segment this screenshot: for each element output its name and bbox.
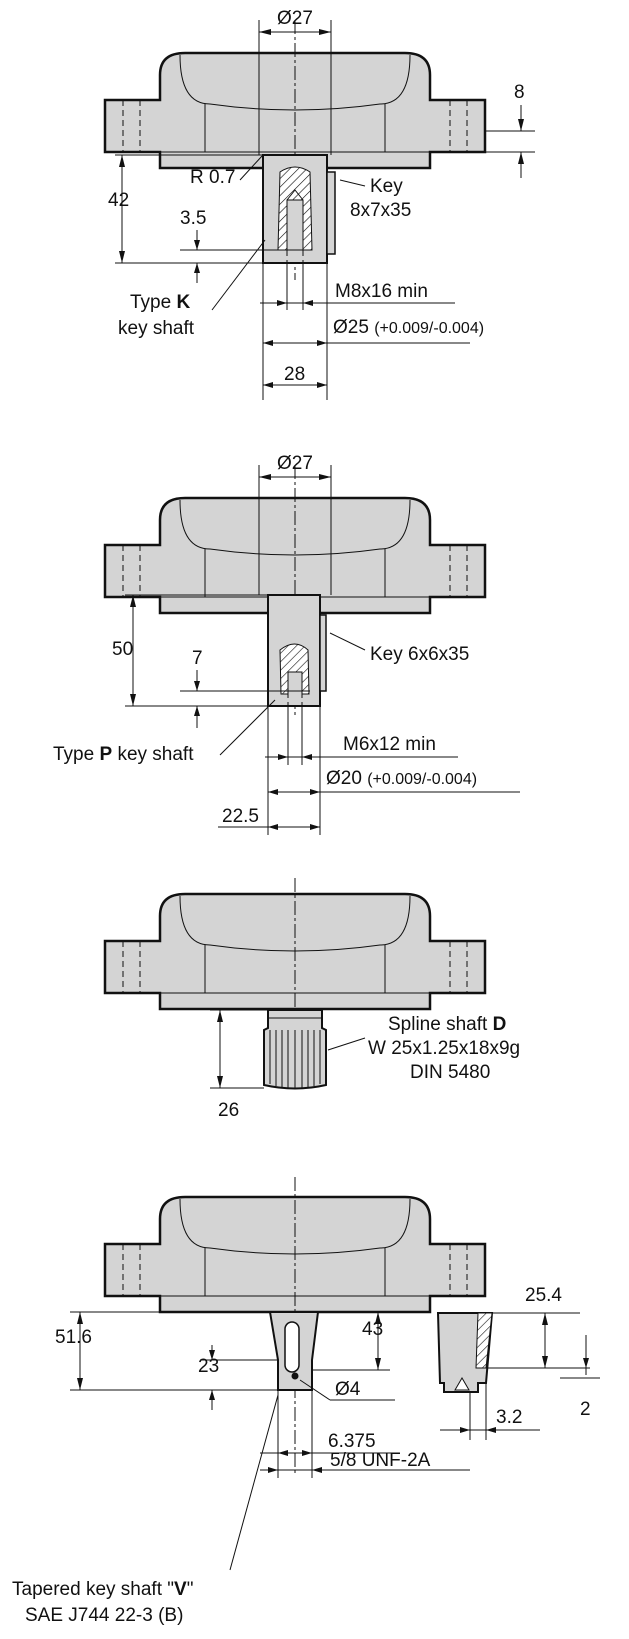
type-k-label: Type K [130,292,190,313]
dia-k: Ø25 (+0.009/-0.004) [333,317,484,338]
key-p [319,614,327,692]
type-p-label: Type P key shaft [53,744,194,765]
dim-8: 8 [514,82,525,103]
view-p-shaft: Ø27 Key 6x6x35 50 7 Type P key shaft M6x… [53,453,520,835]
dim-dia-top: Ø27 [277,8,313,29]
type-v-line2: SAE J744 22-3 (B) [25,1605,183,1626]
spline-label-3: DIN 5480 [410,1062,490,1083]
dim-42: 42 [108,190,129,211]
radius-label: R 0.7 [190,167,235,188]
key-k [326,171,336,255]
key-slot [284,1321,300,1373]
dim-22-5: 22.5 [222,806,259,827]
dim-25-4: 25.4 [525,1285,562,1306]
spline-label-1: Spline shaft D [388,1014,506,1035]
dim-23: 23 [198,1356,219,1377]
key-label-1: Key [370,176,403,197]
dim-6-375: 6.375 [328,1431,376,1452]
spline-label-2: W 25x1.25x18x9g [368,1038,520,1059]
type-v-label: Tapered key shaft "V" [12,1579,193,1600]
type-k-line2: key shaft [118,318,195,339]
view-d-shaft: 26 Spline shaft D W 25x1.25x18x9g DIN 54… [103,878,520,1121]
dia-p: Ø20 (+0.009/-0.004) [326,768,477,789]
thread-v: 5/8 UNF-2A [330,1450,431,1471]
dim-2: 2 [580,1399,591,1420]
dim-3-2: 3.2 [496,1407,522,1428]
dim-3-5: 3.5 [180,208,206,229]
view-v-shaft: 25.4 2 3.2 51.6 43 23 Ø4 6.375 [12,1177,600,1626]
dim-7: 7 [192,648,203,669]
dim-43: 43 [362,1319,383,1340]
thread-k: M8x16 min [335,281,428,302]
dim-50: 50 [112,639,133,660]
dim-51-6: 51.6 [55,1327,92,1348]
dim-28: 28 [284,364,305,385]
key-label-2: 8x7x35 [350,200,411,221]
dia-hole: Ø4 [335,1379,361,1400]
key-label-p: Key 6x6x35 [370,644,469,665]
dim-26: 26 [218,1100,239,1121]
view-k-shaft: Ø27 8 R 0.7 Key 8x7x35 42 3.5 Type [103,8,535,400]
thread-p: M6x12 min [343,734,436,755]
dim-dia-top: Ø27 [277,453,313,474]
